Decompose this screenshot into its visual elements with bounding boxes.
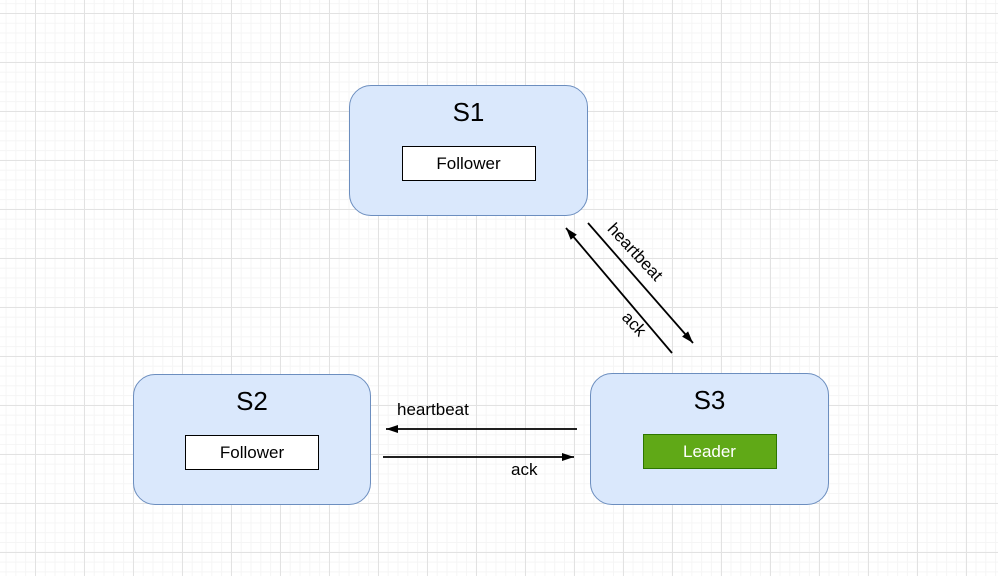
edge-label-heartbeat-horizontal: heartbeat bbox=[397, 400, 469, 419]
node-s1[interactable]: S1 Follower bbox=[349, 85, 588, 216]
node-s3-title: S3 bbox=[693, 385, 726, 415]
node-s2-role-badge[interactable]: Follower bbox=[185, 435, 319, 470]
node-s1-role-badge[interactable]: Follower bbox=[401, 146, 536, 181]
node-s1-title: S1 bbox=[452, 97, 485, 127]
node-s3-role-badge[interactable]: Leader bbox=[642, 434, 777, 469]
edge-ack-s3-s1[interactable] bbox=[565, 227, 673, 354]
node-s2[interactable]: S2 Follower bbox=[133, 374, 371, 505]
edge-label-ack-horizontal: ack bbox=[511, 460, 538, 479]
edge-heartbeat-s1-s3[interactable] bbox=[587, 222, 694, 344]
node-s2-title: S2 bbox=[236, 386, 268, 416]
node-s3[interactable]: S3 Leader bbox=[590, 373, 829, 505]
